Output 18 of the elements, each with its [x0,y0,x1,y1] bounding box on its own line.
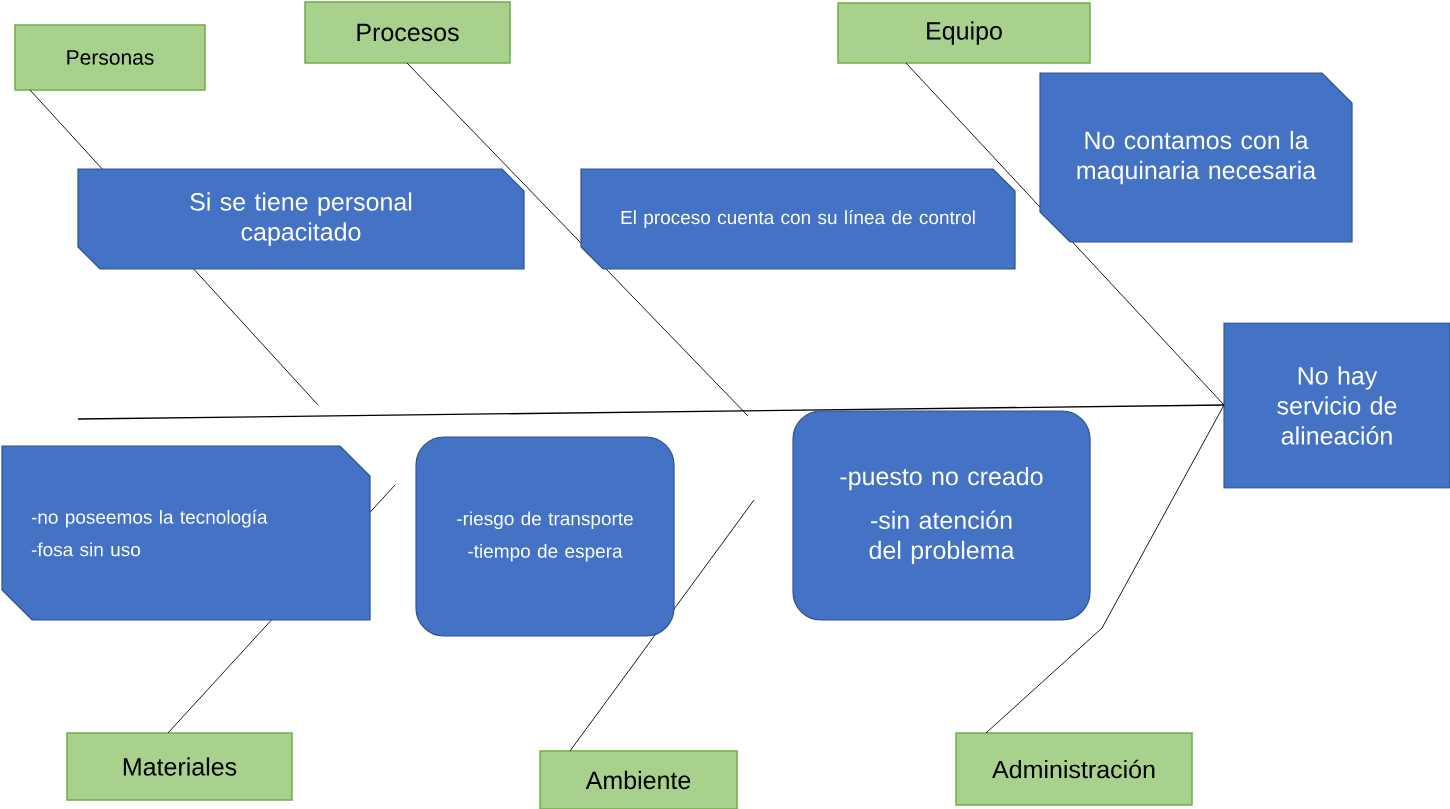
cause-box: Si se tiene personal capacitado [77,168,525,270]
cause-box: -puesto no creado -sin atención del problema [792,410,1091,621]
bone-line [406,62,749,417]
category-box: Procesos [304,1,511,64]
cause-box: No contamos con la maquinaria necesaria [1039,72,1353,243]
bone-line [905,62,1225,406]
category-box: Ambiente [539,750,738,809]
category-box: Materiales [66,732,293,801]
category-box: Equipo [837,2,1091,64]
effect-box: No hay servicio de alineación [1223,322,1450,489]
bone-line [985,404,1225,734]
cause-box: -riesgo de transporte -tiempo de espera [415,436,675,637]
spine-line [77,404,1225,420]
category-box: Administración [955,732,1193,806]
cause-box: El proceso cuenta con su línea de control [580,168,1016,270]
bone-line [569,499,755,752]
cause-box: -no poseemos la tecnología -fosa sin uso [1,445,371,621]
category-box: Personas [14,24,206,91]
